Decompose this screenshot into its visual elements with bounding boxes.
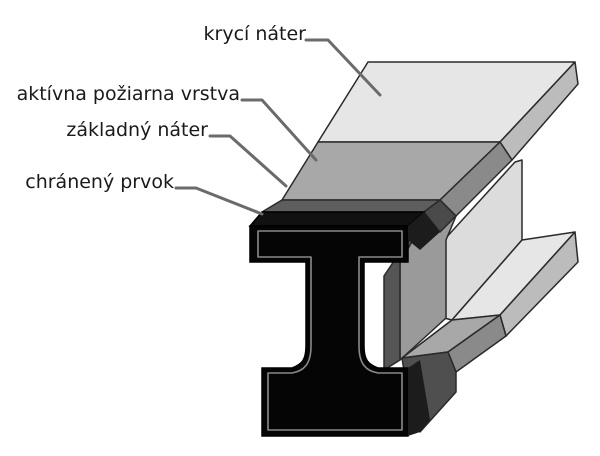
protected-steel-i-section: [248, 211, 440, 437]
top-coat-layer: [317, 61, 579, 337]
primer-top-flange-top: [261, 199, 441, 213]
fire-layer: [281, 141, 513, 373]
label-primer: základný náter: [66, 119, 208, 141]
label-top-coat: krycí náter: [204, 23, 307, 45]
leader-fire-layer: [240, 98, 318, 162]
leader-primer: [208, 134, 288, 188]
steel-bottom-flange-side: [408, 360, 430, 436]
leader-top-coat: [304, 38, 382, 97]
label-protected-element: chránený prvok: [25, 171, 174, 193]
label-fire-layer: aktívna požiarna vrstva: [17, 83, 240, 105]
steel-top-flange-side: [408, 212, 440, 250]
steel-top-flange-top: [248, 211, 426, 227]
steel-outline-highlight: [257, 230, 403, 431]
leader-protected-element: [174, 186, 264, 216]
